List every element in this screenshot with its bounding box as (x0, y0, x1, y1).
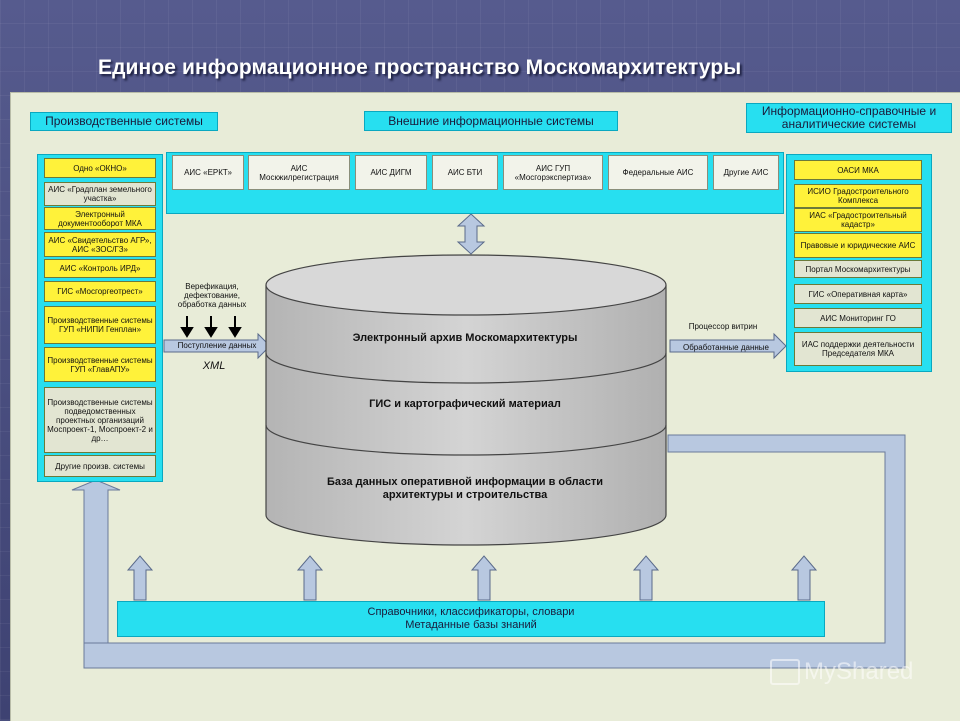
header-production: Производственные системы (30, 112, 218, 131)
info-system-box: ИАС поддержки деятельности Председателя … (794, 332, 922, 366)
info-system-box: ИАС «Градостроительный кадастр» (794, 208, 922, 232)
external-system-box: АИС ГУП «Мосгорэкспертиза» (503, 155, 603, 190)
external-system-box: АИС ДИГМ (355, 155, 427, 190)
production-system-box: АИС «Свидетельство АГР», АИС «ЗОС/ГЗ» (44, 232, 156, 257)
info-system-box: ГИС «Оперативная карта» (794, 284, 922, 304)
slide-title: Единое информационное пространство Моско… (98, 56, 742, 79)
return-loop-arrow (71, 479, 121, 664)
return-loop-bottom (83, 434, 906, 669)
info-system-box: ИСИО Градостроительного Комплекса (794, 184, 922, 208)
processed-label: Обработанные данные (683, 343, 769, 352)
external-system-box: Другие АИС (713, 155, 779, 190)
cylinder-layer-archive: Электронный архив Москомархитектуры (352, 332, 578, 344)
info-system-box: АИС Мониторинг ГО (794, 308, 922, 328)
production-system-box: Производственные системы подведомственны… (44, 387, 156, 453)
production-system-box: Одно «ОКНО» (44, 158, 156, 178)
info-system-box: Портал Москомархитектуры (794, 260, 922, 278)
info-system-box: Правовые и юридические АИС (794, 233, 922, 258)
database-cylinder (265, 254, 667, 546)
production-system-box: Производственные системы ГУП «НИПИ Генпл… (44, 306, 156, 344)
header-external: Внешние информационные системы (364, 111, 618, 131)
incoming-label: Поступление данных (177, 341, 257, 350)
incoming-data-arrow (163, 332, 271, 360)
reference-line-1: Справочники, классификаторы, словари (367, 606, 575, 618)
verification-arrows (180, 316, 242, 338)
header-info: Информационно-справочные и аналитические… (746, 103, 952, 133)
processor-label: Процессор витрин (688, 322, 758, 331)
xml-label: XML (202, 360, 226, 372)
watermark-text: MyShared (804, 658, 914, 685)
production-system-box: Электронный документооборот МКА (44, 207, 156, 230)
cylinder-layer-gis: ГИС и картографический материал (369, 398, 561, 410)
external-cylinder-arrow (456, 213, 486, 255)
production-system-box: Другие произв. системы (44, 455, 156, 477)
cylinder-layer-database: База данных оперативной информации в обл… (326, 476, 604, 501)
external-system-box: АИС «ЕРКТ» (172, 155, 244, 190)
production-system-box: Производственные системы ГУП «ГлавАПУ» (44, 347, 156, 382)
production-system-box: АИС «Градплан земельного участка» (44, 182, 156, 206)
reference-bar: Справочники, классификаторы, словари Мет… (117, 601, 825, 637)
reference-line-2: Метаданные базы знаний (405, 619, 537, 631)
production-system-box: ГИС «Мосгоргеотрест» (44, 281, 156, 302)
external-system-box: АИС БТИ (432, 155, 498, 190)
info-system-box: ОАСИ МКА (794, 160, 922, 180)
verification-label: Верефикация, дефектование, обработка дан… (177, 282, 247, 309)
up-arrows (126, 555, 818, 601)
production-system-box: АИС «Контроль ИРД» (44, 259, 156, 278)
external-system-box: АИС Москжилрегистрация (248, 155, 350, 190)
processed-data-arrow (669, 332, 787, 360)
watermark-logo-icon (770, 659, 800, 685)
external-system-box: Федеральные АИС (608, 155, 708, 190)
watermark: MyShared (770, 658, 913, 686)
